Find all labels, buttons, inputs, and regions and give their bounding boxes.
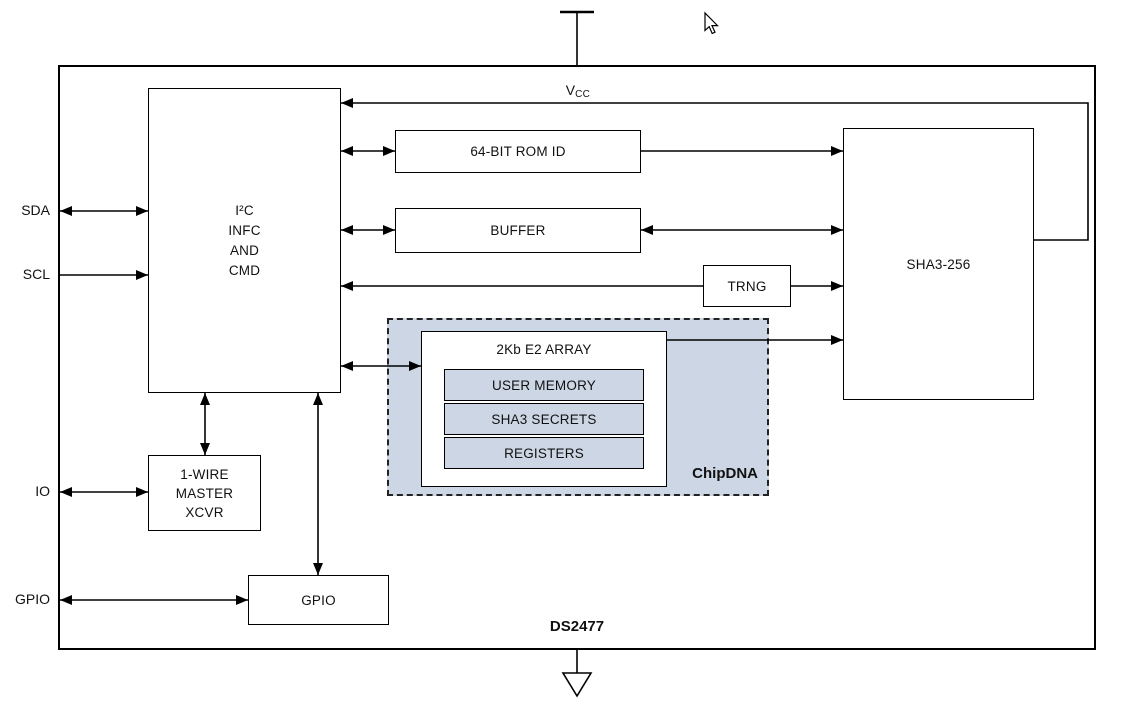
sda-pin-label: SDA (21, 202, 50, 218)
registers-label: REGISTERS (504, 445, 584, 461)
scl-pin-label: SCL (22, 266, 50, 282)
chipdna-label: ChipDNA (692, 465, 758, 482)
user-memory-label: USER MEMORY (492, 377, 596, 393)
registers-block: REGISTERS (444, 437, 644, 469)
chip-name-label: DS2477 (549, 618, 605, 635)
i2c-infc-cmd-block: I²C INFC AND CMD (148, 88, 341, 393)
e2-array-block: 2Kb E2 ARRAY USER MEMORY SHA3 SECRETS RE… (421, 331, 667, 487)
rom-id-block: 64-BIT ROM ID (395, 130, 641, 173)
i2c-line2: INFC (228, 222, 261, 238)
buffer-label: BUFFER (490, 223, 546, 238)
onewire-line2: MASTER (175, 485, 234, 501)
onewire-master-xcvr-block: 1-WIRE MASTER XCVR (148, 455, 261, 531)
user-memory-block: USER MEMORY (444, 369, 644, 401)
vcc-main-text: V (565, 82, 576, 98)
mouse-cursor (704, 11, 719, 35)
gpio-block: GPIO (248, 575, 389, 625)
i2c-line3: AND (229, 242, 260, 258)
sha3-secrets-block: SHA3 SECRETS (444, 403, 644, 435)
i2c-line4: CMD (228, 262, 261, 278)
gpio-pin-label: GPIO (14, 591, 50, 607)
chip-boundary (58, 65, 1096, 650)
trng-label: TRNG (727, 278, 767, 294)
sha3-256-block: SHA3-256 (843, 128, 1034, 400)
onewire-block-label: 1-WIRE MASTER XCVR (176, 465, 233, 522)
vcc-sub-text: CC (575, 89, 591, 100)
buffer-block: BUFFER (395, 208, 641, 253)
i2c-block-label: I²C INFC AND CMD (228, 201, 260, 281)
i2c-line1: I²C (235, 202, 254, 218)
sha3-256-label: SHA3-256 (906, 256, 971, 272)
onewire-line1: 1-WIRE (180, 466, 229, 482)
trng-block: TRNG (703, 265, 791, 307)
ground-symbol (561, 672, 593, 698)
vcc-rail-label: VCC (552, 82, 604, 100)
onewire-line3: XCVR (185, 504, 224, 520)
sha3-secrets-label: SHA3 SECRETS (491, 411, 597, 427)
io-pin-label: IO (35, 483, 50, 499)
rom-id-label: 64-BIT ROM ID (470, 144, 566, 159)
e2-array-label: 2Kb E2 ARRAY (496, 342, 592, 357)
gpio-block-label: GPIO (301, 592, 336, 608)
